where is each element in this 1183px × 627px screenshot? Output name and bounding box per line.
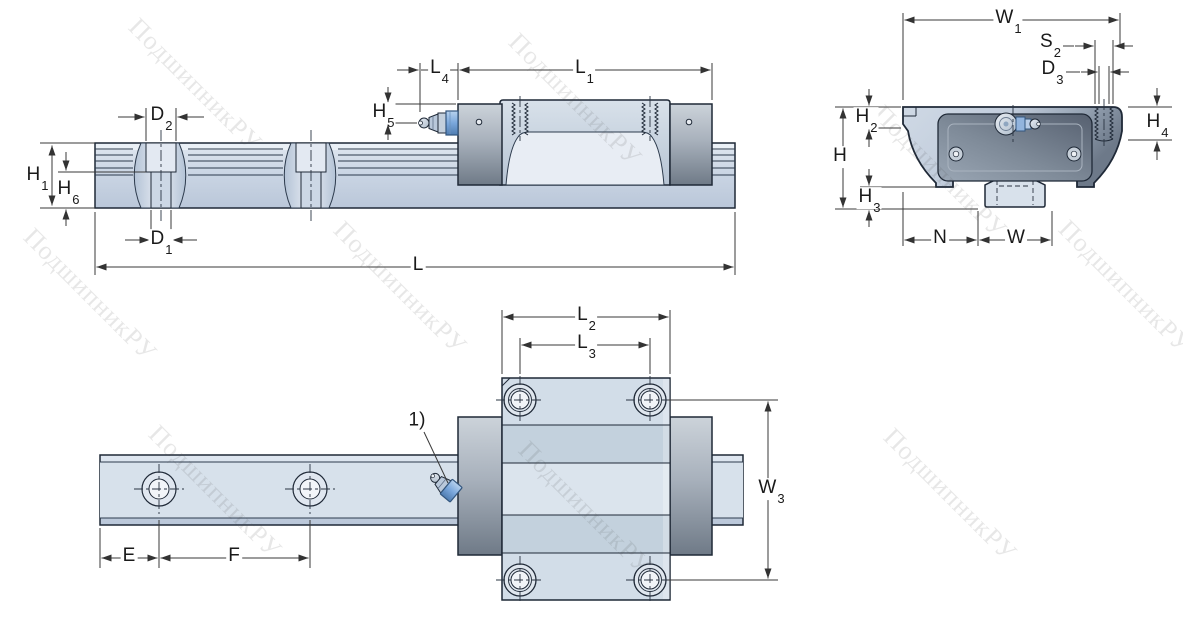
top-view <box>99 310 778 604</box>
dim-label-h1: H1 <box>26 164 49 193</box>
dim-label-l4: L4 <box>428 57 450 86</box>
dim-label-h5: H5 <box>370 101 396 130</box>
inner-plate <box>937 113 1093 182</box>
dim-label-e: E <box>120 545 138 568</box>
dim-label-l3: L3 <box>575 332 597 361</box>
dim-label-d2: D2 <box>148 104 174 133</box>
dim-label-h4: H4 <box>1144 111 1170 140</box>
end-cap-left-top <box>457 416 503 556</box>
rail-hole-top-2 <box>285 464 335 514</box>
rail-hole-top-1 <box>134 464 184 514</box>
corner-step <box>903 107 917 117</box>
dim-label-h: H <box>831 145 849 168</box>
dim-label-s2: S2 <box>1038 31 1062 60</box>
dim-label-l2: L2 <box>575 304 597 333</box>
carriage-holes-top <box>496 376 674 604</box>
dim-label-h6: H6 <box>55 178 81 207</box>
thread-left <box>511 102 516 136</box>
note-label: 1) <box>408 409 426 431</box>
end-cap-right-top <box>669 416 713 556</box>
dim-label-l1: L1 <box>573 57 595 86</box>
flange-thread <box>1094 99 1114 146</box>
carriage-arch <box>505 131 665 186</box>
dim-label-w3: W3 <box>756 477 786 506</box>
cap-screw <box>475 118 483 126</box>
cap-screw <box>685 118 693 126</box>
grease-nipple-section <box>994 105 1041 142</box>
side-view <box>40 63 736 275</box>
dim-label-d1: D1 <box>148 228 174 257</box>
thread-right <box>641 102 646 136</box>
rail-highlight <box>96 144 734 150</box>
dim-label-l: L <box>410 254 426 277</box>
dim-label-h2: H2 <box>853 106 879 135</box>
rail-hole-1 <box>133 130 187 222</box>
cross-section-view <box>835 13 1172 246</box>
dim-label-w1: W1 <box>993 7 1023 36</box>
corner-chamfer <box>501 377 511 387</box>
end-cap-right <box>669 103 713 186</box>
dim-label-w: W <box>1005 227 1027 250</box>
note-leader <box>423 431 449 484</box>
grease-nipple-side <box>418 110 459 136</box>
dim-label-f: F <box>226 545 242 568</box>
dim-label-d3: D3 <box>1039 58 1065 87</box>
dim-label-n: N <box>931 227 949 250</box>
end-cap-left <box>457 103 503 186</box>
rail-hole-2 <box>283 130 337 222</box>
carriage-side <box>457 96 713 186</box>
dim-label-h3: H3 <box>856 186 882 215</box>
